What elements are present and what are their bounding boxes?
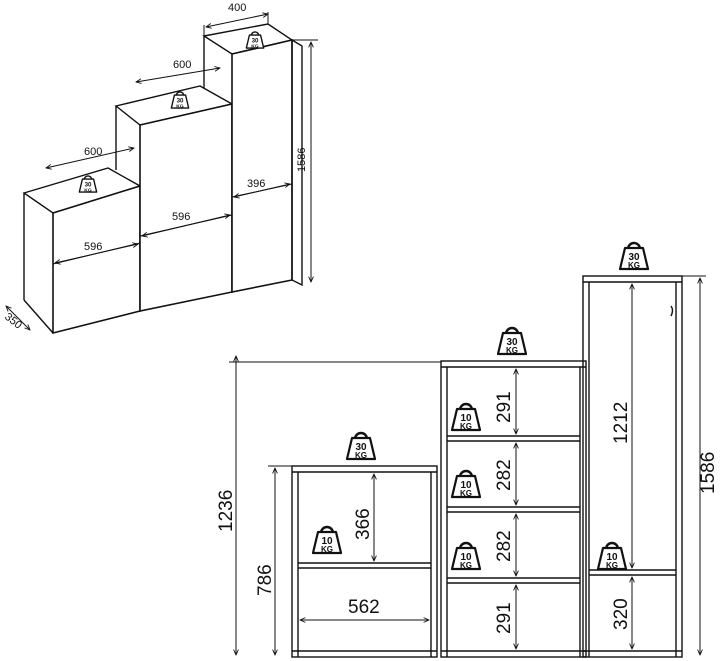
dim-low-compartment: 366	[353, 508, 374, 540]
svg-text:KG: KG	[460, 422, 472, 431]
svg-text:10: 10	[460, 413, 472, 424]
dim-overall-height: 1586	[698, 452, 719, 494]
dim-tall-upper: 1212	[611, 402, 632, 444]
dim-iso-width-left: 600	[84, 146, 102, 158]
weight-icon: 30 KG	[170, 91, 190, 109]
svg-text:KG: KG	[84, 187, 92, 193]
svg-text:30: 30	[628, 252, 640, 263]
svg-text:30: 30	[506, 337, 518, 348]
svg-text:KG: KG	[506, 346, 518, 355]
svg-text:KG: KG	[321, 545, 333, 554]
svg-text:KG: KG	[460, 561, 472, 570]
svg-text:30: 30	[85, 181, 92, 188]
svg-text:30: 30	[355, 442, 367, 453]
weight-icon: 30 KG	[618, 241, 650, 271]
dim-low-height: 786	[255, 564, 276, 596]
svg-text:KG: KG	[628, 261, 640, 270]
weight-icon: 10 KG	[450, 469, 482, 499]
svg-text:KG: KG	[251, 43, 259, 49]
svg-text:KG: KG	[606, 561, 618, 570]
weight-icon: 30 KG	[245, 31, 265, 49]
dim-mid-shelf-3: 282	[494, 530, 515, 562]
svg-text:KG: KG	[460, 489, 472, 498]
dim-tall-lower: 320	[611, 598, 632, 630]
dim-iso-width-top: 400	[228, 2, 246, 14]
dim-mid-shelf-2: 282	[494, 459, 515, 491]
dim-iso-inner-left: 596	[84, 241, 102, 253]
svg-text:10: 10	[321, 536, 333, 547]
dim-low-width: 562	[348, 597, 380, 618]
front-view: 1236 786 1586 366 562 291 282 282 291 12…	[216, 241, 719, 658]
dim-iso-depth: 350	[2, 311, 24, 332]
weight-icon: 10 KG	[596, 541, 628, 571]
dim-iso-height: 1586	[296, 148, 308, 172]
svg-text:10: 10	[606, 552, 618, 563]
dim-mid-shelf-1: 291	[494, 391, 515, 423]
weight-icon: 30 KG	[78, 175, 98, 193]
dim-iso-width-middle: 600	[173, 59, 191, 71]
weight-icon: 30 KG	[345, 431, 377, 461]
svg-text:10: 10	[460, 552, 472, 563]
svg-text:KG: KG	[176, 103, 184, 109]
svg-text:10: 10	[460, 480, 472, 491]
weight-icon: 10 KG	[450, 402, 482, 432]
weight-icon: 10 KG	[311, 525, 343, 555]
weight-icon: 10 KG	[450, 541, 482, 571]
svg-text:KG: KG	[355, 451, 367, 460]
dim-mid-shelf-4: 291	[494, 602, 515, 634]
svg-text:30: 30	[252, 37, 259, 44]
isometric-view: 400 600 600 1586 596 596 396 350 30 KG 3…	[2, 2, 318, 335]
dim-iso-inner-right: 396	[247, 178, 265, 190]
svg-text:30: 30	[177, 97, 184, 104]
dim-mid-height: 1236	[216, 490, 237, 532]
dim-iso-inner-middle: 596	[172, 211, 190, 223]
weight-icon: 30 KG	[496, 326, 528, 356]
